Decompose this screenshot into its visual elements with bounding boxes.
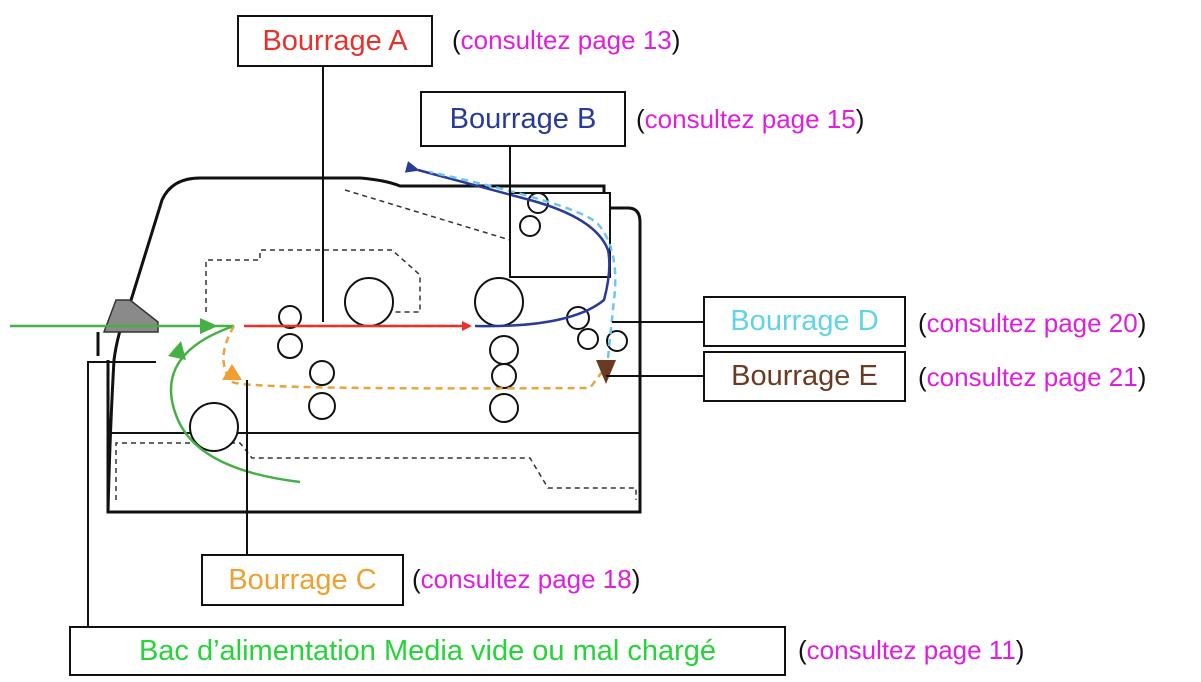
duplex-arrow-head <box>222 364 242 380</box>
tray-page-ref[interactable]: (consultez page 11) <box>798 635 1025 665</box>
leader-lines <box>87 67 703 627</box>
jam-d-page-ref-text: consultez page 20 <box>926 308 1138 338</box>
paper-path-duplex <box>222 325 603 390</box>
paper-path-rear <box>429 170 617 359</box>
internal-dashed-parts <box>115 189 637 500</box>
jam-c-label: Bourrage C <box>228 563 377 596</box>
jam-c-callout: Bourrage C <box>201 554 404 606</box>
jam-b-page-ref-text: consultez page 15 <box>644 104 856 134</box>
tray-label: Bac d’alimentation Media vide ou mal cha… <box>138 634 717 667</box>
jam-b-callout: Bourrage B <box>420 91 626 147</box>
exit-arrow-head <box>596 360 616 384</box>
paper-path-output <box>404 161 611 328</box>
jam-b-page-ref[interactable]: (consultez page 15) <box>636 104 865 134</box>
jam-e-page-ref[interactable]: (consultez page 21) <box>918 362 1147 392</box>
tray-callout: Bac d’alimentation Media vide ou mal cha… <box>69 626 786 676</box>
feed-arrow-head-2 <box>168 341 186 360</box>
jam-d-page-ref[interactable]: (consultez page 20) <box>918 308 1147 338</box>
jam-d-label: Bourrage D <box>730 305 879 337</box>
jam-e-callout: Bourrage E <box>703 351 906 402</box>
jam-a-page-ref[interactable]: (consultez page 13) <box>452 25 681 55</box>
jam-c-page-ref[interactable]: (consultez page 18) <box>412 564 641 594</box>
jam-b-label: Bourrage B <box>449 102 597 135</box>
jam-a-page-ref-text: consultez page 13 <box>460 25 672 55</box>
jam-a-callout: Bourrage A <box>237 15 433 67</box>
jam-e-label: Bourrage E <box>731 360 878 392</box>
manual-feed-guide <box>102 299 159 333</box>
feed-arrow-head <box>200 318 218 334</box>
tray-page-ref-text: consultez page 11 <box>806 635 1016 665</box>
paper-path-feed <box>10 324 301 484</box>
jam-d-callout: Bourrage D <box>703 296 906 347</box>
jam-c-page-ref-text: consultez page 18 <box>420 564 632 594</box>
jam-e-page-ref-text: consultez page 21 <box>926 362 1138 392</box>
jam-a-label: Bourrage A <box>262 24 408 57</box>
